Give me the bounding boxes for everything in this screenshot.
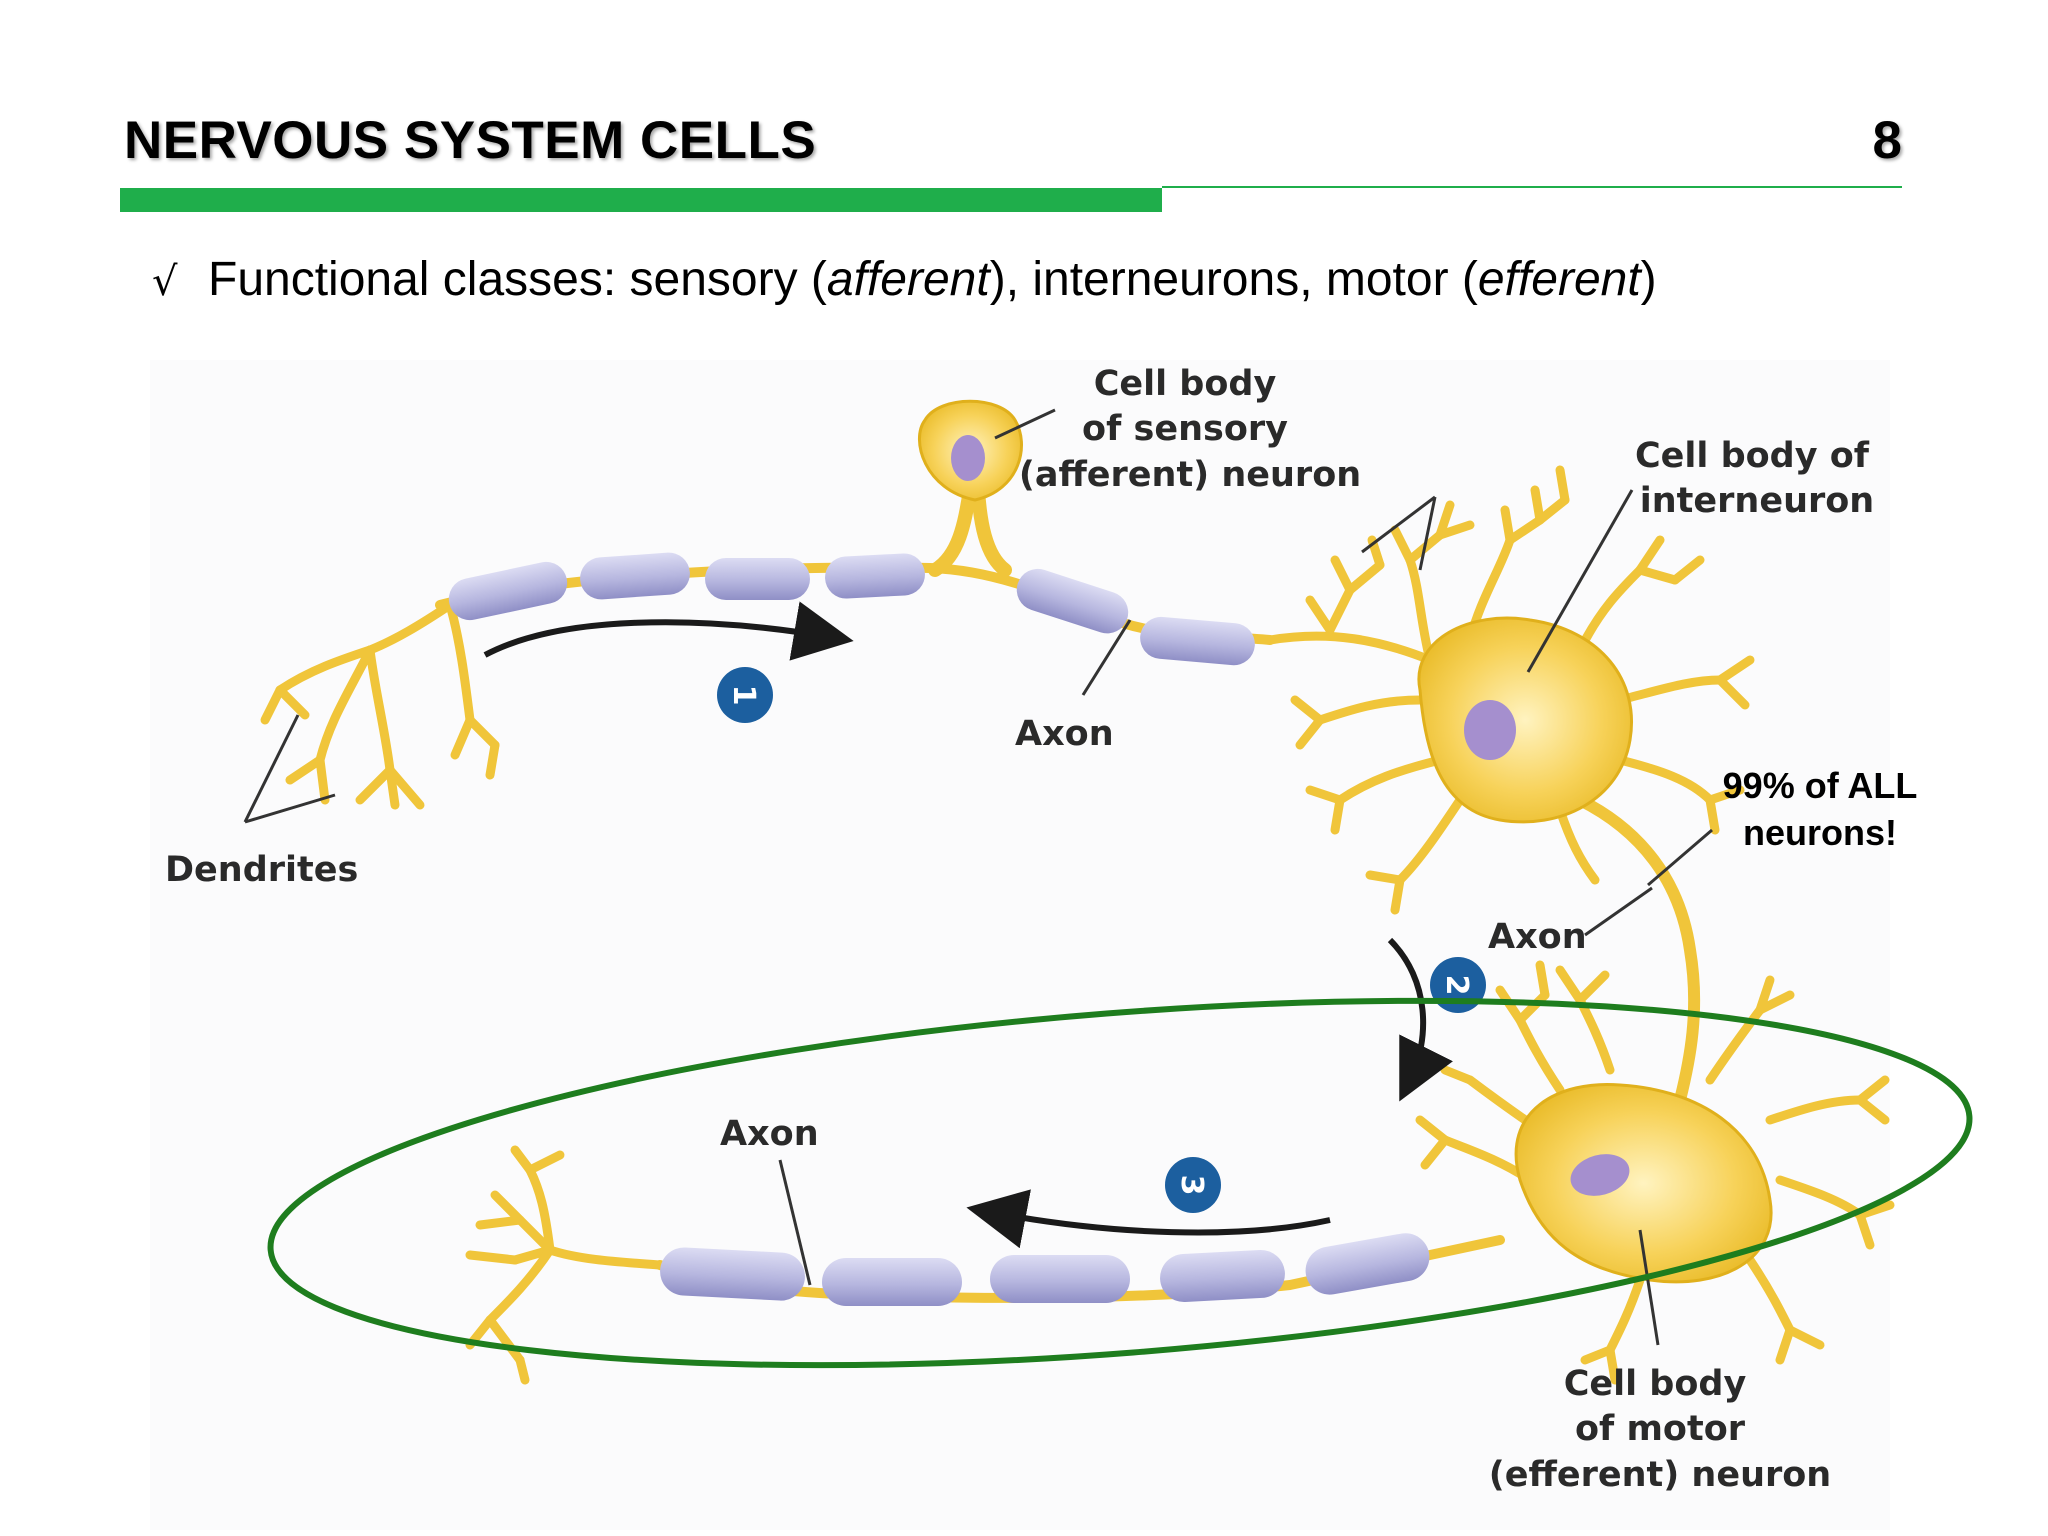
bullet-text-middle: ), interneurons, motor ( bbox=[989, 253, 1478, 306]
label-motor-cell-body-1: Cell body bbox=[1564, 1364, 1747, 1404]
label-sensory-cell-body-3: (afferent) neuron bbox=[1019, 455, 1361, 495]
motor-myelin-sheaths bbox=[660, 1233, 1430, 1306]
sensory-nucleus bbox=[951, 435, 985, 481]
bullet-text-afferent: afferent bbox=[826, 253, 990, 306]
step-marker-1: 1 bbox=[717, 667, 773, 723]
bullet-text-suffix: ) bbox=[1640, 253, 1657, 306]
step-number-2: 2 bbox=[1439, 975, 1474, 996]
label-axon-sensory: Axon bbox=[1015, 714, 1114, 754]
motor-neuron-highlight-ellipse bbox=[267, 997, 1973, 1369]
slide-title: NERVOUS SYSTEM CELLS bbox=[124, 111, 817, 170]
interneuron-nucleus bbox=[1464, 700, 1516, 760]
title-rule-thick bbox=[120, 188, 1162, 212]
bullet-text-prefix: Functional classes: sensory ( bbox=[208, 253, 827, 306]
label-dendrites: Dendrites bbox=[165, 850, 358, 890]
label-interneuron-cell-body-2: interneuron bbox=[1640, 481, 1874, 521]
leader-lines bbox=[243, 408, 1713, 1346]
signal-arrow-1 bbox=[483, 601, 854, 661]
myelin-segment bbox=[990, 1255, 1130, 1303]
label-motor-cell-body-3: (efferent) neuron bbox=[1489, 1455, 1831, 1495]
step-marker-3: 3 bbox=[1165, 1157, 1221, 1213]
sensory-cell-body bbox=[917, 399, 1023, 502]
signal-arrow-3 bbox=[966, 1189, 1331, 1249]
label-note-1: 99% of ALL bbox=[1723, 765, 1918, 806]
label-motor-cell-body-2: of motor bbox=[1575, 1409, 1746, 1449]
interneuron-axon bbox=[1574, 794, 1701, 1106]
sensory-dendrites bbox=[260, 600, 500, 810]
figure-backdrop bbox=[150, 360, 1890, 1530]
title-rule-thin bbox=[1162, 186, 1902, 188]
step-marker-2: 2 bbox=[1430, 957, 1486, 1013]
interneuron-cell-body bbox=[1417, 616, 1633, 824]
myelin-segment bbox=[1305, 1233, 1430, 1295]
myelin-segment bbox=[825, 553, 925, 599]
myelin-segment bbox=[580, 552, 690, 600]
label-note-2: neurons! bbox=[1743, 812, 1897, 853]
myelin-segment bbox=[822, 1258, 962, 1306]
label-interneuron-cell-body-1: Cell body of bbox=[1635, 436, 1870, 476]
label-axon-motor: Axon bbox=[720, 1114, 819, 1154]
label-axon-interneuron: Axon bbox=[1488, 917, 1587, 957]
bullet-text-efferent: efferent bbox=[1477, 253, 1641, 306]
label-sensory-cell-body-1: Cell body bbox=[1094, 364, 1277, 404]
motor-nucleus bbox=[1570, 1154, 1630, 1196]
step-number-1: 1 bbox=[726, 685, 761, 706]
label-sensory-cell-body-2: of sensory bbox=[1082, 409, 1288, 449]
myelin-segment bbox=[1016, 568, 1129, 634]
signal-arrow-2 bbox=[1387, 937, 1453, 1102]
myelin-segment bbox=[1160, 1249, 1285, 1302]
slide-number: 8 bbox=[1872, 111, 1902, 170]
myelin-segment bbox=[1140, 616, 1255, 666]
motor-cell-body bbox=[1514, 1082, 1773, 1284]
sensory-myelin-sheaths bbox=[448, 552, 1255, 666]
check-bullet-icon: √ bbox=[152, 259, 178, 305]
myelin-segment bbox=[660, 1247, 805, 1301]
myelin-segment bbox=[448, 561, 568, 621]
myelin-segment bbox=[705, 558, 810, 600]
interneuron bbox=[1265, 465, 1755, 1106]
step-number-3: 3 bbox=[1174, 1175, 1209, 1196]
bullet-functional-classes: √ Functional classes: sensory (afferent),… bbox=[152, 252, 1657, 307]
